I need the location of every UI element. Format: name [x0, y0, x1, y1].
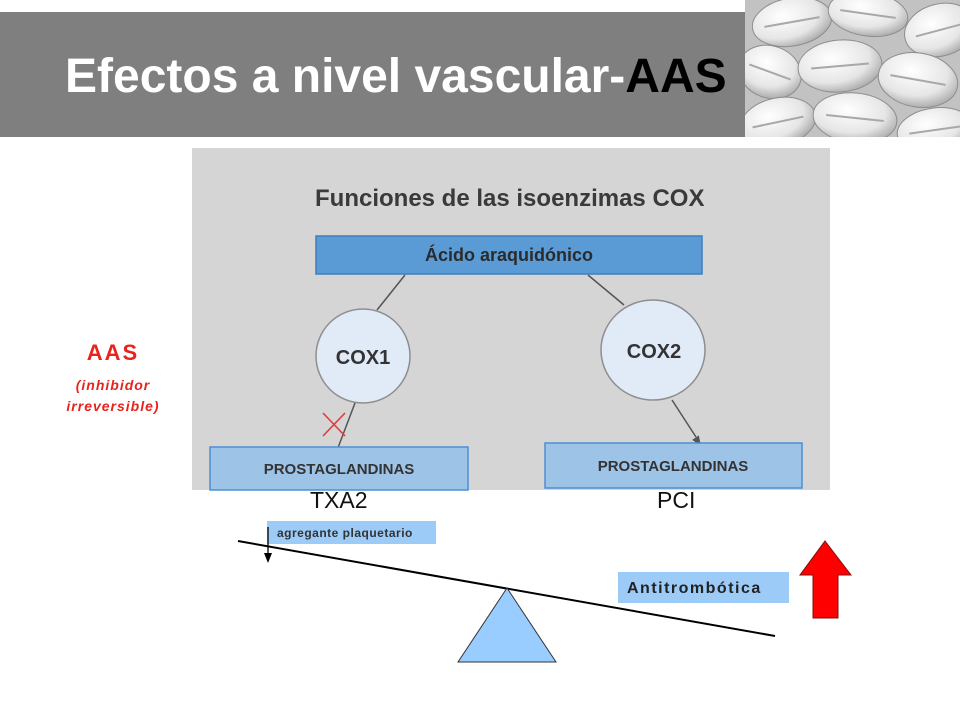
pill-score-line [752, 115, 804, 129]
drug-note-line1: (inhibidor [76, 377, 151, 393]
pill [896, 107, 960, 137]
agregante-label: agregante plaquetario [277, 526, 413, 540]
pills-photo [745, 0, 960, 137]
pill [877, 52, 959, 108]
pill-score-line [826, 113, 884, 123]
prostaglandins-box-left [209, 446, 469, 491]
diagram-background [192, 148, 830, 490]
pill-score-line [748, 63, 792, 81]
pill [827, 0, 909, 37]
antitrombotica-label: Antitrombótica [627, 580, 762, 597]
red-x-icon [322, 412, 346, 437]
agregante-box [267, 521, 436, 544]
down-arrow-icon [264, 527, 272, 563]
seesaw-fulcrum [457, 587, 557, 663]
substrate-to-cox2-line [587, 274, 625, 306]
pill [904, 2, 960, 58]
substrate-label: Ácido araquidónico [425, 244, 593, 265]
pill-score-line [764, 16, 820, 28]
cox2-label: COX2 [627, 341, 681, 363]
diagram-heading: Funciones de las isoenzimas COX [315, 185, 704, 212]
drug-name: AAS [87, 340, 139, 365]
pill-score-line [909, 125, 960, 135]
pill [797, 39, 883, 93]
drug-label: AAS (inhibidor irreversible) [66, 340, 159, 414]
cox2-to-prostaglandins-line [671, 399, 697, 438]
down-arrow-head [264, 553, 272, 563]
cox1-label: COX1 [336, 347, 390, 369]
title-bar: Efectos a nivel vascular-AAS [0, 12, 745, 137]
prostaglandins-label-left: PROSTAGLANDINAS [264, 461, 415, 478]
txa2-label: TXA2 [310, 487, 368, 513]
pill-score-line [915, 22, 960, 38]
up-arrow-icon [799, 540, 853, 619]
slide-title: Efectos a nivel vascular-AAS [65, 50, 727, 103]
red-x-stroke-2 [322, 412, 346, 437]
prostaglandins-box-right [544, 442, 803, 489]
cox1-circle [315, 308, 411, 404]
pill-score-line [890, 74, 946, 86]
prostaglandins-label-right: PROSTAGLANDINAS [598, 458, 749, 475]
title-bar-background [0, 12, 745, 137]
pci-label: PCI [657, 487, 695, 513]
pill-score-line [840, 9, 896, 19]
pill [745, 44, 802, 100]
balance: TXA2 PCI agregante plaquetario Antitromb… [237, 487, 853, 663]
drug-note-line2: irreversible) [66, 398, 159, 414]
substrate-box [315, 235, 703, 275]
pill [812, 92, 898, 137]
antitrombotica-box [618, 572, 789, 603]
slide-title-accent: AAS [625, 50, 726, 103]
substrate-to-cox1-line [376, 274, 406, 311]
slide-title-main: Efectos a nivel vascular- [65, 50, 625, 103]
cox2-circle [600, 299, 706, 401]
cox1-to-prostaglandins-line [335, 402, 356, 454]
pill-score-line [811, 62, 869, 70]
cox-diagram: Funciones de las isoenzimas COX Ácido ar… [192, 148, 830, 491]
